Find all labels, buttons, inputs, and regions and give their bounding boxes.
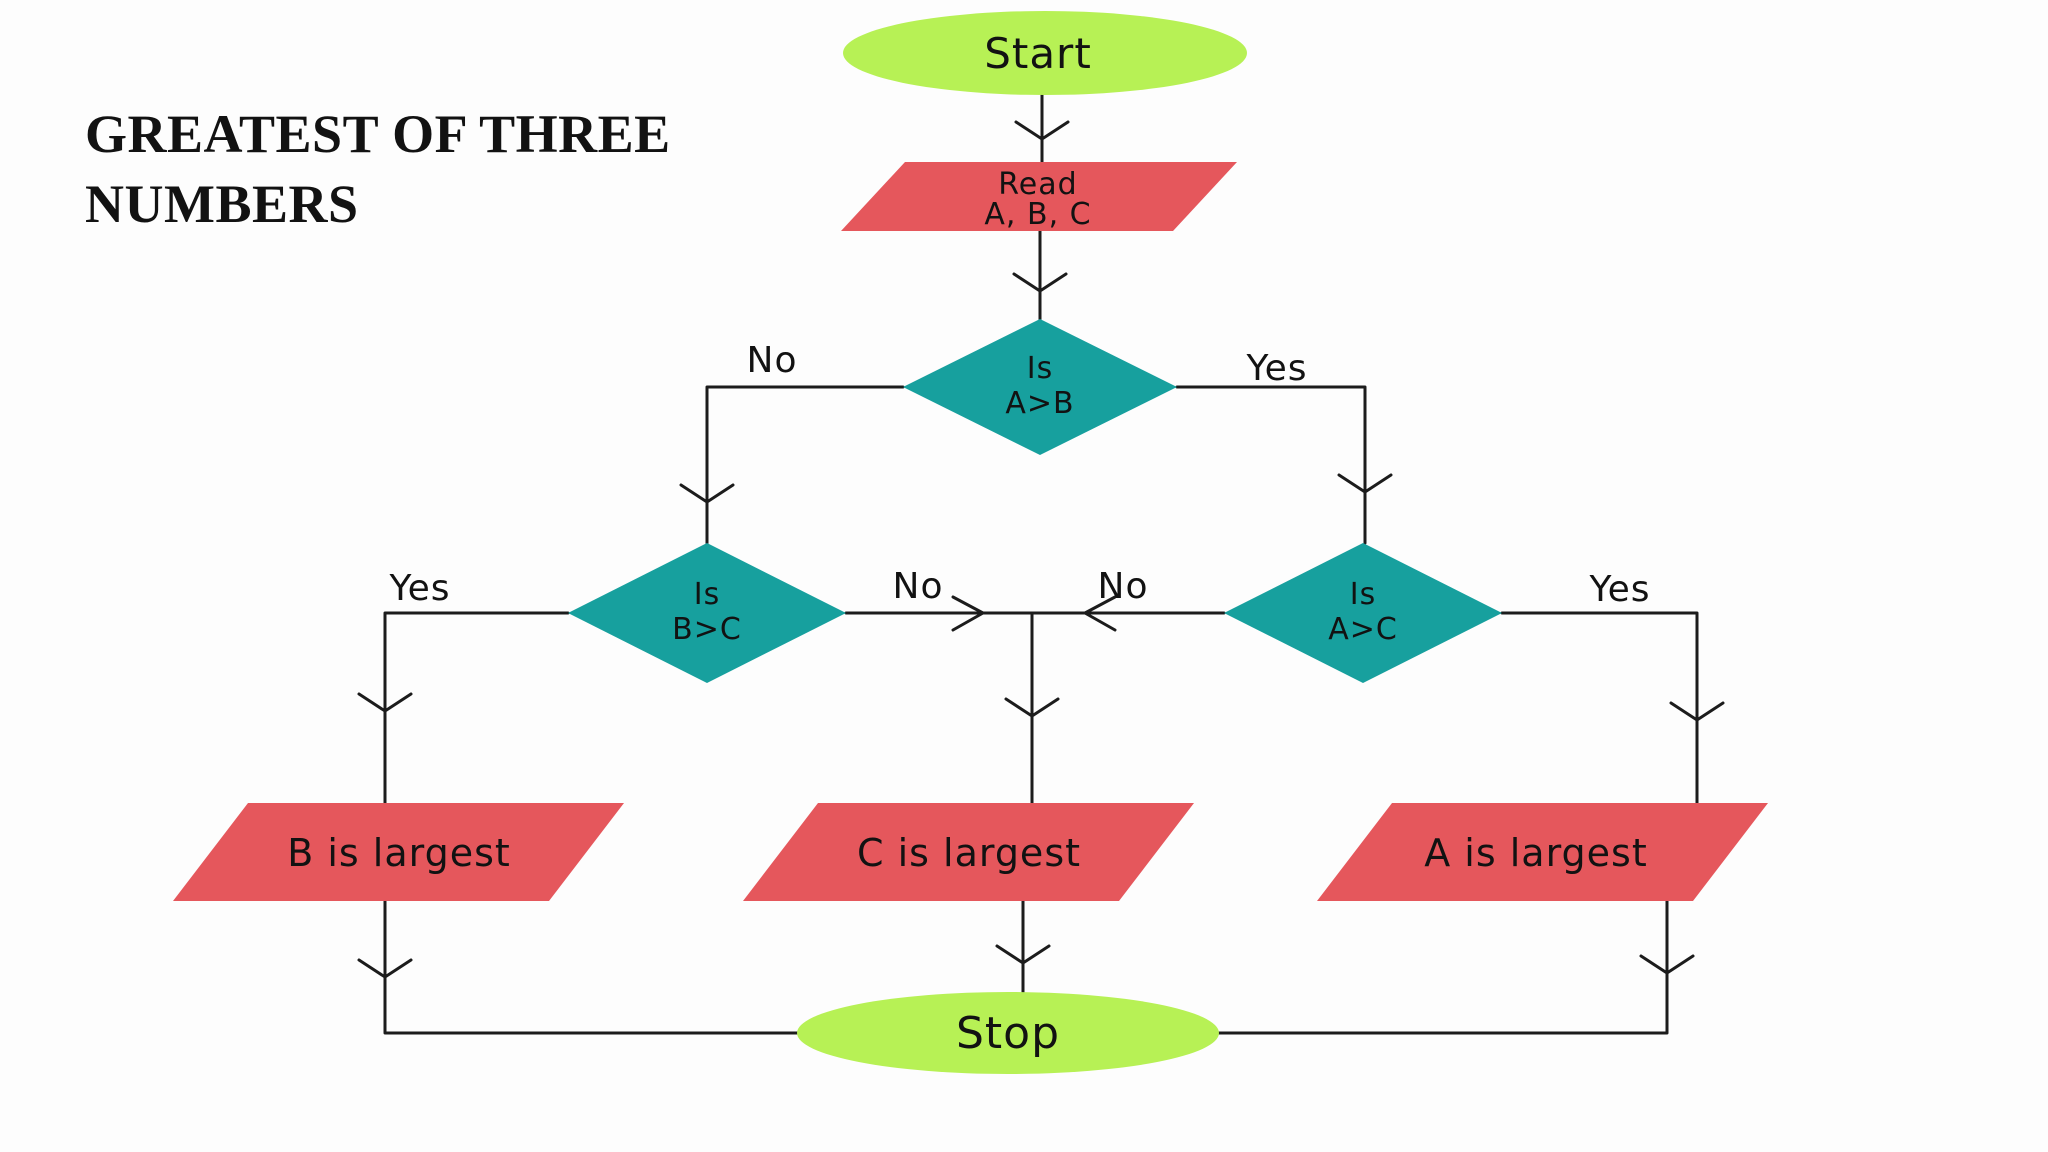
stop-label: Stop — [956, 1008, 1060, 1059]
arrowhead-right-icon — [951, 595, 985, 632]
arrowhead-down-icon — [357, 958, 413, 979]
arrowhead-down-icon — [1337, 473, 1393, 494]
read-label-line1: Read — [998, 167, 1077, 202]
decision-b-gt-c-node — [568, 543, 846, 683]
edge-a-gt-b-no — [705, 385, 905, 545]
c-largest-label: C is largest — [857, 831, 1081, 875]
arrowhead-down-icon — [1012, 272, 1068, 293]
edge-label-b-gt-c-no: No — [893, 566, 944, 607]
arrowhead-down-icon — [1014, 120, 1070, 141]
edge-label-a-gt-b-no: No — [747, 340, 798, 381]
c-largest-node — [743, 803, 1194, 901]
arrowhead-down-icon — [995, 944, 1051, 965]
page-title-line2: NUMBERS — [85, 174, 359, 234]
b-largest-node — [173, 803, 624, 901]
decision-a-gt-b-label-line2: A>B — [1005, 386, 1074, 421]
edge-a-largest-to-stop — [1217, 899, 1669, 1035]
decision-a-gt-c-node — [1224, 543, 1502, 683]
decision-a-gt-c-label-line1: Is — [1350, 577, 1376, 612]
connectors-group — [357, 93, 1725, 1035]
page-title-line1: GREATEST OF THREE — [85, 104, 671, 164]
decision-b-gt-c-label-line2: B>C — [672, 612, 742, 647]
edge-b-largest-to-stop — [383, 899, 799, 1035]
a-largest-node — [1317, 803, 1768, 901]
edge-a-gt-c-yes — [1500, 611, 1699, 805]
edge-label-a-gt-c-yes: Yes — [1588, 569, 1650, 610]
decision-b-gt-c-label-line1: Is — [694, 577, 720, 612]
decision-a-gt-c-label-line2: A>C — [1328, 612, 1398, 647]
arrowhead-down-icon — [679, 483, 735, 504]
arrowhead-down-icon — [1004, 697, 1060, 718]
edge-b-gt-c-yes — [383, 611, 570, 805]
read-label-line2: A, B, C — [984, 197, 1091, 232]
edge-label-a-gt-c-no: No — [1098, 566, 1149, 607]
read-node — [841, 162, 1237, 231]
decision-a-gt-b-label-line1: Is — [1027, 351, 1053, 386]
edge-label-b-gt-c-yes: Yes — [388, 568, 450, 609]
stop-node — [797, 992, 1219, 1074]
b-largest-label: B is largest — [287, 831, 511, 875]
arrowhead-down-icon — [357, 692, 413, 713]
edge-label-a-gt-b-yes: Yes — [1245, 348, 1307, 389]
start-node — [843, 11, 1247, 95]
arrowhead-down-icon — [1669, 701, 1725, 722]
arrowhead-down-icon — [1639, 954, 1695, 975]
decision-a-gt-b-node — [903, 319, 1177, 455]
labels-group: GREATEST OF THREE NUMBERS Start Read A, … — [85, 29, 1650, 1059]
start-label: Start — [984, 29, 1092, 78]
arrowhead-left-icon — [1083, 595, 1117, 632]
a-largest-label: A is largest — [1424, 831, 1648, 875]
